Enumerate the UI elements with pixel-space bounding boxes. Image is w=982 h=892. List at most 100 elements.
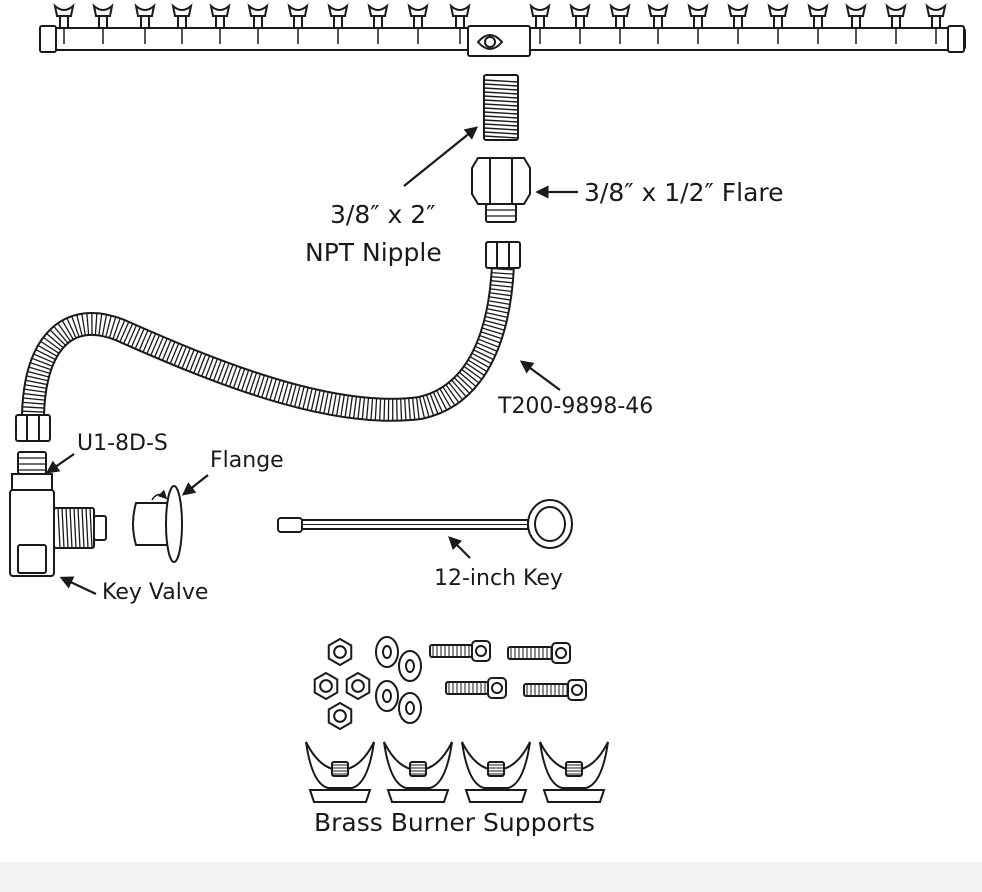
- burner-port: [727, 3, 749, 44]
- bolt-icon: [507, 642, 571, 664]
- hose-rib: [491, 271, 514, 275]
- hose-rib: [442, 386, 456, 406]
- hose-rib: [314, 390, 321, 412]
- hose-rib: [224, 364, 234, 386]
- hose-rib: [491, 276, 514, 280]
- burner-port: [287, 3, 309, 44]
- burner-port: [407, 3, 429, 44]
- hose-rib: [150, 334, 161, 356]
- hose-rib: [169, 343, 180, 364]
- hose-rib: [126, 324, 138, 346]
- hose-rib: [400, 398, 403, 421]
- hose-rib: [253, 373, 262, 396]
- hex-nut-icon: [327, 637, 353, 667]
- hose-rib: [57, 322, 72, 342]
- hose-rib: [31, 357, 53, 367]
- burner-port: [134, 3, 156, 44]
- hose-rib: [165, 341, 176, 363]
- thread-line: [483, 111, 519, 115]
- hose-rib: [473, 349, 494, 361]
- thread-line: [77, 507, 81, 549]
- burner-port: [885, 3, 907, 44]
- hose-rib: [453, 377, 471, 394]
- hose-rib: [26, 375, 49, 382]
- flare-fitting: [471, 157, 531, 223]
- burner-port: [449, 3, 471, 44]
- hose-rib: [319, 391, 325, 413]
- hose-rib: [335, 394, 341, 416]
- hardware-set: [313, 636, 587, 731]
- thread-line: [483, 107, 519, 111]
- thread-line: [483, 95, 519, 99]
- hose-rib: [273, 379, 281, 402]
- hose-rib: [489, 292, 512, 297]
- npt-nipple: [483, 74, 519, 141]
- label-key: 12-inch Key: [434, 566, 563, 591]
- thread-line: [483, 87, 519, 91]
- label-flare: 3/8″ x 1/2″ Flare: [584, 178, 784, 207]
- arrow-flange: [181, 474, 209, 496]
- burner-port: [807, 3, 829, 44]
- label-valve-part: U1-8D-S: [77, 431, 168, 456]
- burner-port: [609, 3, 631, 44]
- hose-rib: [43, 336, 62, 351]
- hose-rib: [240, 369, 250, 392]
- hex-nut-icon: [327, 701, 353, 731]
- hose-rib: [27, 370, 50, 378]
- hose-ribs: [22, 263, 515, 421]
- thread-line: [57, 507, 61, 549]
- hose-rib: [357, 396, 362, 419]
- hose-rib: [344, 395, 349, 418]
- hose-rib: [411, 397, 416, 420]
- thread-line: [483, 119, 519, 123]
- burner-bar: [39, 3, 966, 57]
- hose-rib: [418, 396, 426, 419]
- hose-rib: [228, 365, 238, 387]
- hose-rib: [482, 323, 505, 331]
- hose-rib: [445, 384, 460, 403]
- hose-rib: [422, 395, 430, 418]
- burner-port: [687, 3, 709, 44]
- hex-nut-icon: [345, 671, 371, 701]
- hose-rib: [146, 333, 157, 355]
- hose-rib: [269, 378, 277, 401]
- hose-rib: [98, 313, 103, 336]
- arrow-key-valve: [59, 576, 97, 595]
- thread-line: [483, 123, 519, 127]
- hose-rib: [108, 316, 117, 339]
- label-nipple-type: NPT Nipple: [305, 238, 442, 267]
- hose-rib: [458, 371, 477, 388]
- hose-rib: [448, 382, 464, 401]
- burner-port: [647, 3, 669, 44]
- burner-port: [247, 3, 269, 44]
- hose-rib: [479, 334, 501, 344]
- hose-rib: [323, 391, 329, 414]
- hose-rib: [302, 387, 309, 410]
- hose-rib: [348, 395, 353, 418]
- washer-icon: [398, 692, 422, 724]
- flex-hose: [21, 263, 515, 422]
- thread-line: [483, 79, 519, 83]
- burner-support-icon: [305, 741, 375, 803]
- hose-rib: [285, 383, 293, 405]
- thread-line: [69, 507, 73, 549]
- arrow-nipple: [403, 126, 479, 187]
- hose-rib: [101, 314, 108, 337]
- hose-rib: [465, 362, 485, 376]
- hose-rib: [119, 321, 130, 343]
- hose-rib: [361, 397, 366, 420]
- label-nipple-size: 3/8″ x 2″: [330, 200, 436, 229]
- hose-rib: [485, 311, 508, 318]
- hose-rib: [461, 368, 480, 384]
- thread-line: [85, 507, 89, 549]
- thread-line: [65, 507, 69, 549]
- hose-rib: [112, 318, 121, 340]
- burner-port: [767, 3, 789, 44]
- burner-port: [529, 3, 551, 44]
- hose-rib: [49, 329, 66, 346]
- hose-rib: [370, 398, 374, 421]
- hose-rib: [289, 384, 297, 406]
- hose-rib: [374, 398, 378, 421]
- hose-rib: [66, 317, 77, 339]
